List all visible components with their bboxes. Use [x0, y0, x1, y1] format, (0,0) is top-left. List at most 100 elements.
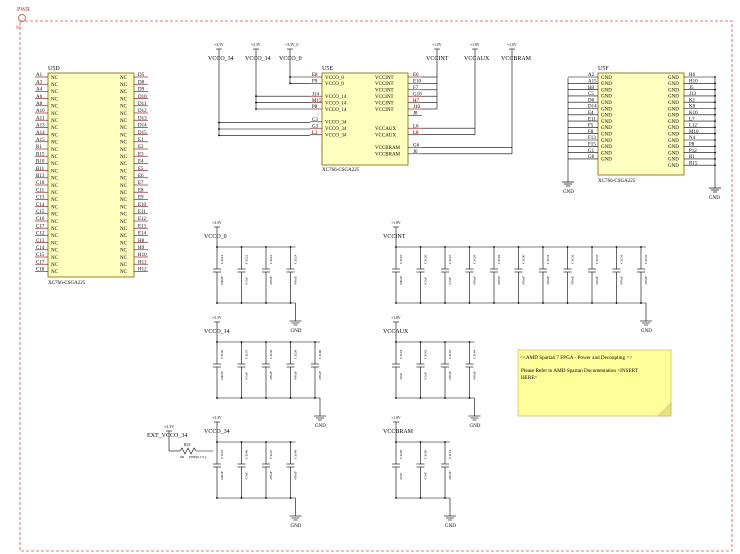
- gnd-label: GND: [641, 329, 652, 334]
- u5f-component[interactable]: U5F XC7S6-CSGA225 A2GNDA15GNDB8GNDC5GNDD…: [562, 66, 721, 201]
- junction-dot: [216, 302, 218, 304]
- u5d-pin-number: A13: [36, 124, 45, 129]
- u5d-pin-number: E7: [138, 181, 144, 186]
- u5d-pin-number: D5: [138, 73, 145, 78]
- u5f-pin-name: GND: [668, 76, 679, 81]
- u5e-pin-number: E8: [312, 73, 318, 78]
- u5d-pin-name: NC: [51, 155, 59, 160]
- note-box[interactable]: <<AMD Spartan 7 FPGA - Power and Decoupl…: [517, 349, 672, 417]
- u5e-pin-number: G10: [413, 92, 422, 97]
- u5f-pin-name: GND: [668, 151, 679, 156]
- u5d-pin-number: B1: [36, 145, 42, 150]
- decoupling-group-vccbram[interactable]: +1.0VVCCBRAMC114947uFC11504.7uFC1151470n…: [383, 416, 456, 529]
- u5d-pin-number: E10: [138, 203, 147, 208]
- junction-dot: [444, 302, 446, 304]
- u5f-pin-number: L7: [689, 117, 695, 122]
- u5e-ref: U5E: [322, 66, 333, 72]
- rail-voltage: +1.0V: [391, 416, 401, 420]
- u5d-pin-number: C16: [36, 217, 45, 222]
- u5e-pin-name: VCCO_0: [325, 82, 344, 87]
- capacitor-ref: C1149: [399, 450, 403, 459]
- capacitor-ref: C1138: [269, 350, 273, 359]
- u5d-pin-name: NC: [51, 177, 59, 182]
- junction-dot: [395, 497, 397, 499]
- u5e-pin-name: VCCINT: [375, 76, 394, 81]
- capacitor-value: 4.7uF: [424, 277, 428, 285]
- u5d-pin-name: NC: [120, 213, 128, 218]
- rail-net-label: VCCO_34: [208, 56, 234, 62]
- u5f-ref: U5F: [598, 66, 609, 72]
- rail-voltage: +3.3V: [214, 43, 224, 47]
- u5d-pin-number: D11: [138, 102, 147, 107]
- capacitor-value: 100uF: [399, 276, 403, 285]
- gnd-label: GND: [291, 329, 302, 334]
- u5d-pin-number: E5: [138, 167, 144, 172]
- u5d-pin-name: NC: [120, 234, 128, 239]
- u5d-pin-number: C17: [36, 260, 45, 265]
- u5d-pin-number: D8: [138, 80, 145, 85]
- u5d-pin-name: NC: [120, 148, 128, 153]
- u5d-ref: U5D: [48, 66, 60, 72]
- u5d-pin-number: C17: [36, 224, 45, 229]
- u5d-pin-number: A15: [36, 138, 45, 143]
- u5f-pin-number: P8: [689, 143, 695, 148]
- junction-dot: [289, 76, 291, 78]
- u5f-pin-number: R15: [689, 161, 698, 166]
- u5f-pin-number: J13: [689, 92, 696, 97]
- capacitor-value: 470nF: [473, 276, 477, 285]
- decoupling-group-vccint[interactable]: +1.0VVCCINTC1125100uFC11264.7uFC11274.7u…: [383, 221, 652, 334]
- u5d-pin-name: NC: [120, 256, 128, 261]
- u5d-pin-name: NC: [51, 213, 59, 218]
- u5f-pin-number: M10: [689, 130, 699, 135]
- sheet-border: [19, 20, 733, 552]
- junction-dot: [216, 497, 218, 499]
- decoupling-group-vcco_14[interactable]: +3.3VVCCO_14C1136100nFC11374.7uFC1138470…: [204, 316, 326, 429]
- u5d-pin-name: NC: [120, 162, 128, 167]
- junction-dot: [240, 302, 243, 304]
- capacitor-ref: C1139: [294, 350, 298, 359]
- capacitor-value: 100nF: [220, 371, 224, 380]
- capacitor-value: 100nF: [220, 276, 224, 285]
- u5d-pin-number: C18: [36, 268, 45, 273]
- u5d-pin-number: B10: [36, 160, 45, 165]
- u5f-pin-number: B8: [588, 86, 594, 91]
- note-title: <<AMD Spartan 7 FPGA - Power and Decoupl…: [520, 355, 632, 361]
- u5d-pin-number: H11: [138, 260, 147, 265]
- u5d-component[interactable]: U5D XC7S6-CSGA225 A1NCA3NCA4NCA6NCA8NCA1…: [35, 66, 148, 286]
- rail-net-label: VCCO_0: [279, 56, 302, 62]
- u5d-pin-name: NC: [120, 249, 128, 254]
- u5d-pin-number: E12: [138, 217, 147, 222]
- gnd-label: GND: [315, 424, 326, 429]
- u5d-pin-name: NC: [51, 263, 59, 268]
- gnd-label: GND: [709, 196, 720, 201]
- junction-dot: [444, 497, 446, 499]
- rail-voltage: +3.3V: [212, 316, 222, 320]
- capacitor-ref: C1130: [522, 255, 526, 264]
- capacitor-ref: C1128: [473, 255, 477, 264]
- u5d-pin-number: C15: [36, 253, 45, 258]
- decoupling-group-vcco_34[interactable]: +3.3VVCCO_34C1145100nFC11464.7uFC1147470…: [204, 416, 302, 529]
- gnd-symbol: [709, 187, 721, 193]
- decoupling-group-vccaux[interactable]: +1.8VVCCAUXC114147uFC11424.7uFC1143470nF…: [383, 316, 481, 429]
- rail-net-label: VCCINT: [426, 56, 449, 62]
- u5d-pin-name: NC: [120, 191, 128, 196]
- rail-voltage: +1.0V: [391, 221, 401, 225]
- rail-voltage: +1.8V: [470, 43, 480, 47]
- junction-dot: [265, 302, 267, 304]
- u5f-pin-number: A2: [588, 73, 595, 78]
- decoupling-group-vcco_0[interactable]: +3.3VVCCO_0C1121100nFC11224.7uFC1123470n…: [204, 221, 302, 334]
- u5d-pin-number: C14: [36, 203, 45, 208]
- u5f-pin-number: N4: [689, 136, 696, 141]
- u5f-pin-name: GND: [668, 164, 679, 169]
- capacitor-value: 470nF: [294, 471, 298, 480]
- u5d-pin-number: E8: [138, 188, 144, 193]
- u5d-pin-number: D12: [138, 109, 147, 114]
- u5d-body: [47, 72, 135, 278]
- u5f-pin-name: GND: [668, 82, 679, 87]
- ext-vcco-34-net[interactable]: +3.3V EXT_VCCO_34 R21 0R DNP(0.1%): [147, 424, 213, 459]
- u5e-pin-number: L3: [312, 131, 318, 136]
- rail-net-label: VCCINT: [383, 234, 406, 240]
- u5e-component[interactable]: U5E XC7S6-CSGA225 E8VCCO_0F9VCCO_0J14VCC…: [310, 66, 422, 173]
- capacitor-ref: C1137: [245, 350, 249, 359]
